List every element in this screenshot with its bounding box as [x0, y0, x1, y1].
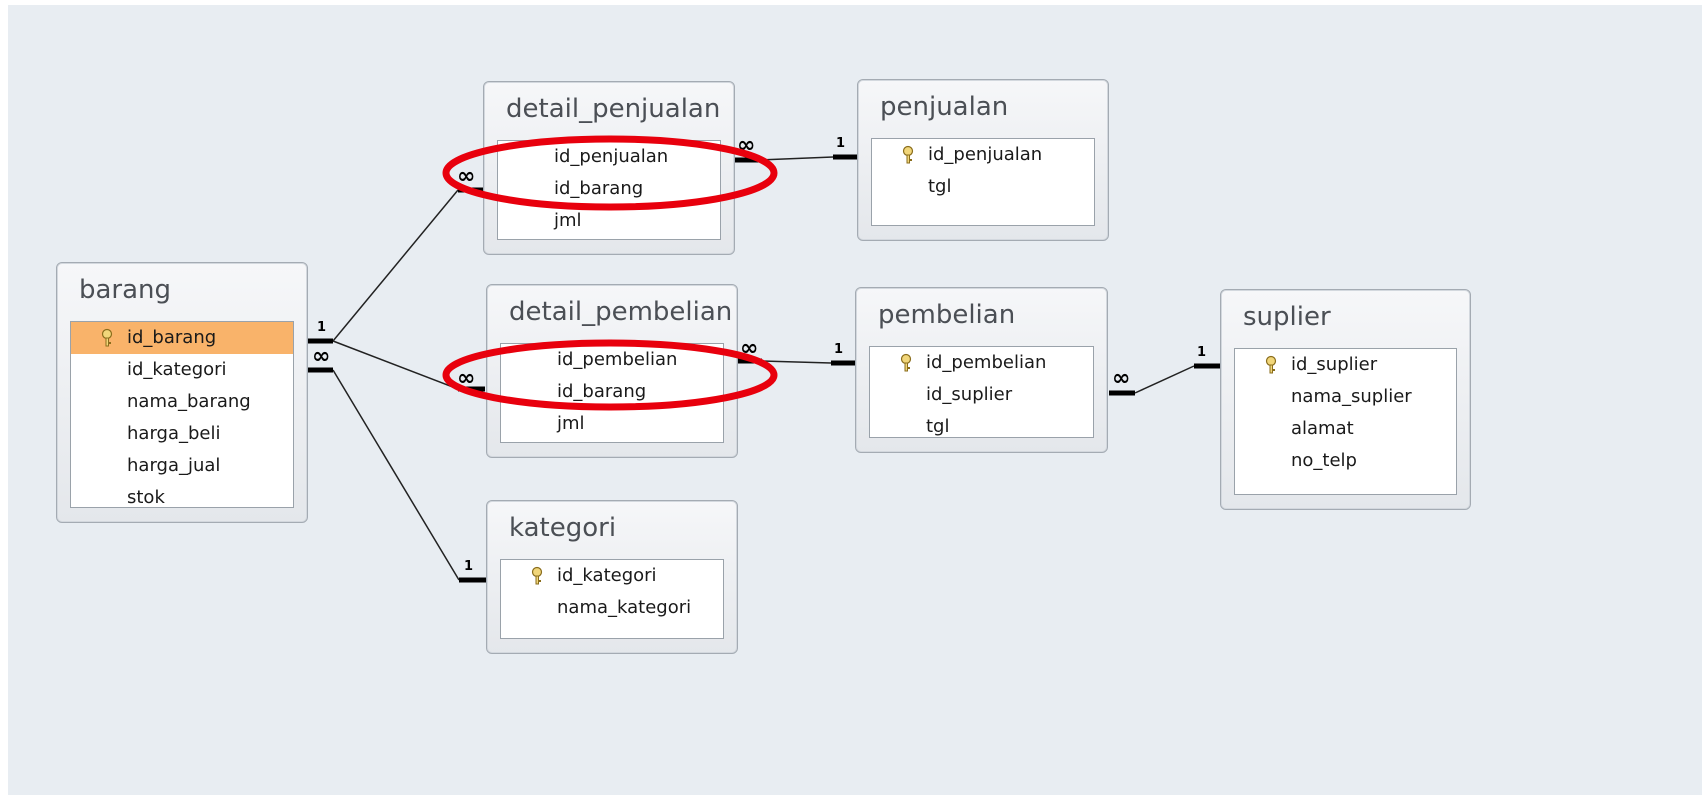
field-name: alamat — [1291, 418, 1354, 439]
table-kategori[interactable]: kategori id_kategori nama_kategori — [486, 500, 738, 654]
field-row[interactable]: id_suplier — [1235, 349, 1456, 381]
field-row[interactable]: nama_suplier — [1235, 381, 1456, 413]
table-title: suplier — [1243, 302, 1331, 332]
field-name: nama_barang — [127, 391, 251, 412]
rel-one-label: 1 — [1197, 345, 1206, 360]
field-name: nama_suplier — [1291, 386, 1412, 407]
rel-one-label: 1 — [317, 320, 326, 335]
table-title: pembelian — [878, 300, 1016, 330]
field-row[interactable]: harga_jual — [71, 450, 293, 482]
table-suplier[interactable]: suplier id_suplier nama_suplier alamat n… — [1220, 289, 1471, 510]
annotation-ellipse — [442, 339, 778, 411]
field-row[interactable]: id_barang — [498, 173, 720, 205]
field-row[interactable]: tgl — [870, 411, 1093, 437]
field-row[interactable]: alamat — [1235, 413, 1456, 445]
field-name: harga_beli — [127, 423, 221, 444]
field-name: id_barang — [557, 381, 647, 402]
field-row[interactable]: jml — [501, 408, 723, 440]
rel-one-label: 1 — [834, 342, 843, 357]
field-name: id_barang — [127, 327, 217, 348]
field-row[interactable]: id_kategori — [71, 354, 293, 386]
field-name: id_suplier — [1291, 354, 1378, 375]
field-name: id_kategori — [127, 359, 227, 380]
field-name: id_penjualan — [554, 146, 669, 167]
table-detail-penjualan[interactable]: detail_penjualan id_penjualan id_barang … — [483, 81, 735, 255]
key-icon — [101, 328, 113, 347]
field-name: jml — [554, 210, 582, 231]
field-name: tgl — [926, 416, 950, 437]
field-name: harga_jual — [127, 455, 221, 476]
rel-many-label: ∞ — [312, 344, 330, 369]
rel-line-barang-kategori — [332, 369, 460, 581]
field-name: id_pembelian — [557, 349, 678, 370]
key-icon — [900, 353, 912, 372]
rel-line-pembelian-suplier — [1134, 365, 1195, 394]
key-icon — [531, 566, 543, 585]
field-name: stok — [127, 487, 165, 508]
field-list[interactable]: id_barang id_kategori nama_barang harga_… — [70, 321, 294, 508]
table-detail-pembelian[interactable]: detail_pembelian id_pembelian id_barang … — [486, 284, 738, 458]
field-row[interactable]: tgl — [872, 171, 1094, 203]
rel-one-label: 1 — [464, 559, 473, 574]
field-row[interactable]: id_pembelian — [870, 347, 1093, 379]
field-row[interactable]: id_suplier — [870, 379, 1093, 411]
annotation-ellipse — [442, 135, 778, 211]
annotation-layer — [442, 135, 778, 411]
field-name: nama_kategori — [557, 597, 692, 618]
field-list[interactable]: id_penjualan id_barang jml — [497, 140, 721, 240]
rel-line-detail-pembelian-pembelian — [761, 360, 832, 364]
field-name: no_telp — [1291, 450, 1357, 471]
field-name: id_kategori — [557, 565, 657, 586]
table-title: barang — [79, 275, 172, 305]
table-title: detail_penjualan — [506, 94, 721, 124]
key-icon — [902, 145, 914, 164]
field-name: id_suplier — [926, 384, 1013, 405]
rel-line-barang-detail-penjualan — [332, 189, 459, 342]
key-icon — [1265, 355, 1277, 374]
field-name: id_barang — [554, 178, 644, 199]
field-row[interactable]: jml — [498, 205, 720, 237]
rel-many-label: ∞ — [1112, 366, 1130, 391]
field-row[interactable]: id_penjualan — [872, 139, 1094, 171]
field-name: id_penjualan — [928, 144, 1043, 165]
table-penjualan[interactable]: penjualan id_penjualan tgl — [857, 79, 1109, 241]
relationships-canvas: 1 ∞ ∞ ∞ 1 ∞ 1 ∞ 1 ∞ 1 barang id_barang i… — [8, 5, 1702, 795]
table-title: kategori — [509, 513, 617, 543]
field-list[interactable]: id_suplier nama_suplier alamat no_telp — [1234, 348, 1457, 495]
field-row[interactable]: stok — [71, 482, 293, 508]
field-row[interactable]: harga_beli — [71, 418, 293, 450]
rel-many-label: ∞ — [457, 366, 475, 391]
table-barang[interactable]: barang id_barang id_kategori nama_barang… — [56, 262, 308, 523]
field-list[interactable]: id_pembelian id_barang jml — [500, 343, 724, 443]
table-pembelian[interactable]: pembelian id_pembelian id_suplier tgl — [855, 287, 1108, 453]
field-name: jml — [557, 413, 585, 434]
table-title: detail_pembelian — [509, 297, 733, 327]
field-row-selected[interactable]: id_barang — [71, 322, 293, 354]
field-name: tgl — [928, 176, 952, 197]
rel-many-label: ∞ — [457, 164, 475, 189]
field-row[interactable]: id_penjualan — [498, 141, 720, 173]
field-row[interactable]: id_barang — [501, 376, 723, 408]
field-row[interactable]: no_telp — [1235, 445, 1456, 477]
field-row[interactable]: nama_kategori — [501, 592, 723, 624]
table-title: penjualan — [880, 92, 1009, 122]
field-list[interactable]: id_kategori nama_kategori — [500, 559, 724, 639]
field-row[interactable]: id_pembelian — [501, 344, 723, 376]
field-row[interactable]: id_kategori — [501, 560, 723, 592]
rel-line-detail-penjualan-penjualan — [758, 156, 834, 161]
field-list[interactable]: id_pembelian id_suplier tgl — [869, 346, 1094, 438]
field-name: id_pembelian — [926, 352, 1047, 373]
rel-one-label: 1 — [836, 136, 845, 151]
field-list[interactable]: id_penjualan tgl — [871, 138, 1095, 226]
rel-line-barang-detail-pembelian — [332, 340, 459, 390]
field-row[interactable]: nama_barang — [71, 386, 293, 418]
